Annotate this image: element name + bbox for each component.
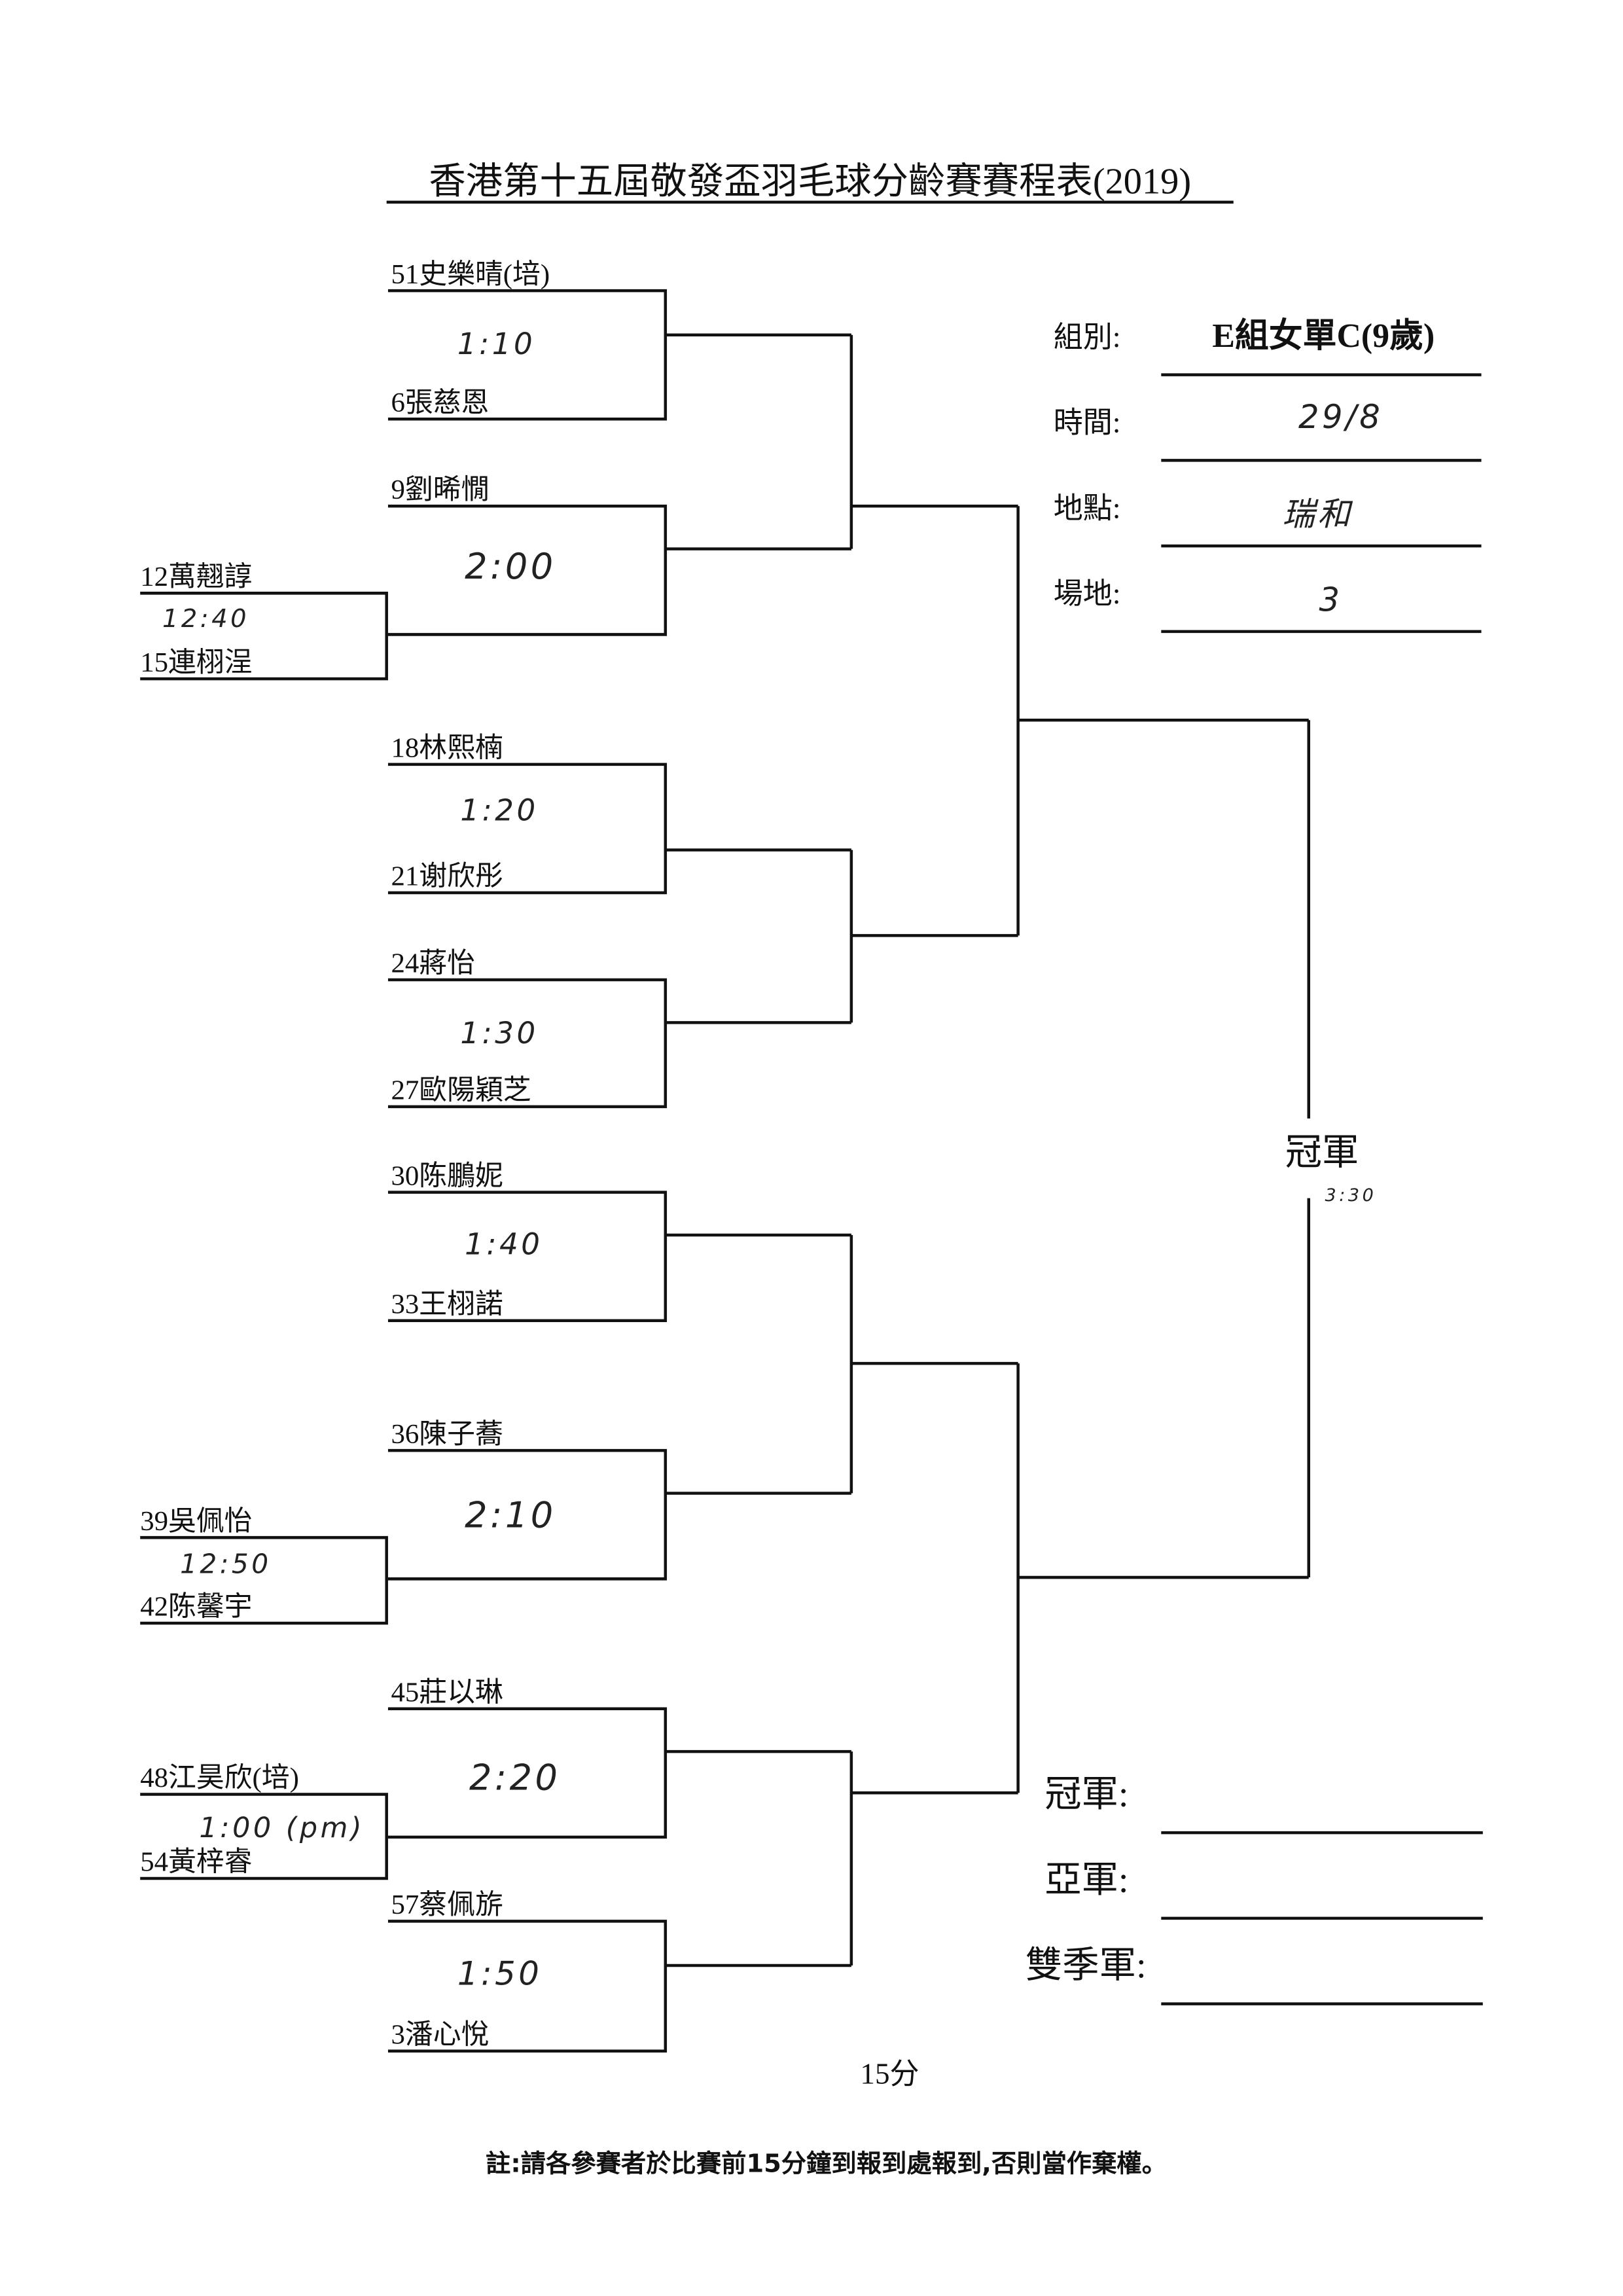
page-title: 香港第十五屆敬發盃羽毛球分齡賽賽程表(2019) (429, 161, 1191, 202)
player-6: 6張慈恩 (391, 387, 489, 418)
match-time: 1:00 (pm) (199, 1812, 365, 1844)
player-54: 54黃梓睿 (140, 1847, 252, 1878)
match-time: 2:10 (465, 1494, 556, 1535)
match-duration: 15分 (860, 2057, 919, 2090)
time-value: 29/8 (1298, 398, 1383, 436)
result-semi-label: 雙季軍: (1026, 1945, 1147, 1986)
venue-value: 瑞和 (1282, 495, 1353, 533)
player-48: 48江昊欣(培) (140, 1763, 299, 1793)
court-value: 3 (1319, 581, 1343, 619)
player-30: 30陈鵬妮 (391, 1160, 503, 1191)
venue-label: 地點: (1054, 492, 1121, 524)
match-time: 1:20 (460, 793, 538, 828)
group-label: 組別: (1054, 321, 1121, 353)
player-36: 36陳子蕎 (391, 1419, 503, 1450)
player-3: 3潘心悅 (391, 2019, 489, 2050)
player-24: 24蔣怡 (391, 948, 474, 979)
match-time: 1:10 (457, 327, 535, 361)
champion-label: 冠軍 (1285, 1132, 1359, 1173)
player-12: 12萬翹諄 (140, 561, 252, 592)
final-time: 3:30 (1325, 1185, 1377, 1206)
player-51: 51史樂晴(培) (391, 259, 550, 290)
match-time: 1:50 (457, 1954, 542, 1992)
player-57: 57蔡佩旂 (391, 1890, 503, 1920)
bracket-lines (140, 289, 1311, 2053)
player-39: 39吳佩怡 (140, 1506, 252, 1537)
player-42: 42陈馨宇 (140, 1591, 252, 1623)
result-runnerup-label: 亞軍: (1044, 1859, 1128, 1900)
group-value: E組女單C(9歲) (1212, 317, 1435, 355)
player-27: 27歐陽穎芝 (391, 1075, 531, 1106)
player-45: 45莊以琳 (391, 1677, 503, 1708)
player-15: 15連栩浧 (140, 647, 252, 678)
result-champion-label: 冠軍: (1044, 1774, 1128, 1815)
match-time: 12:50 (180, 1548, 272, 1579)
player-18: 18林熙楠 (391, 733, 503, 764)
match-time: 12:40 (162, 604, 249, 634)
footnote: 註:請各參賽者於比賽前15分鐘到報到處報到,否則當作棄權。 (486, 2149, 1167, 2179)
player-33: 33王栩諾 (391, 1289, 503, 1320)
info-panel: 組別: E組女單C(9歲) 時間: 29/8 地點: 瑞和 場地: 3 (1054, 317, 1482, 634)
player-21: 21谢欣彤 (391, 861, 503, 892)
court-label: 場地: (1054, 577, 1121, 610)
time-label: 時間: (1054, 406, 1121, 439)
match-time: 1:40 (465, 1227, 543, 1261)
match-time: 2:00 (465, 546, 556, 587)
results-panel: 冠軍: 亞軍: 雙季軍: (1026, 1774, 1483, 2005)
match-time: 1:30 (460, 1016, 538, 1050)
player-9: 9劉晞憪 (391, 475, 489, 505)
match-time: 2:20 (469, 1757, 561, 1799)
